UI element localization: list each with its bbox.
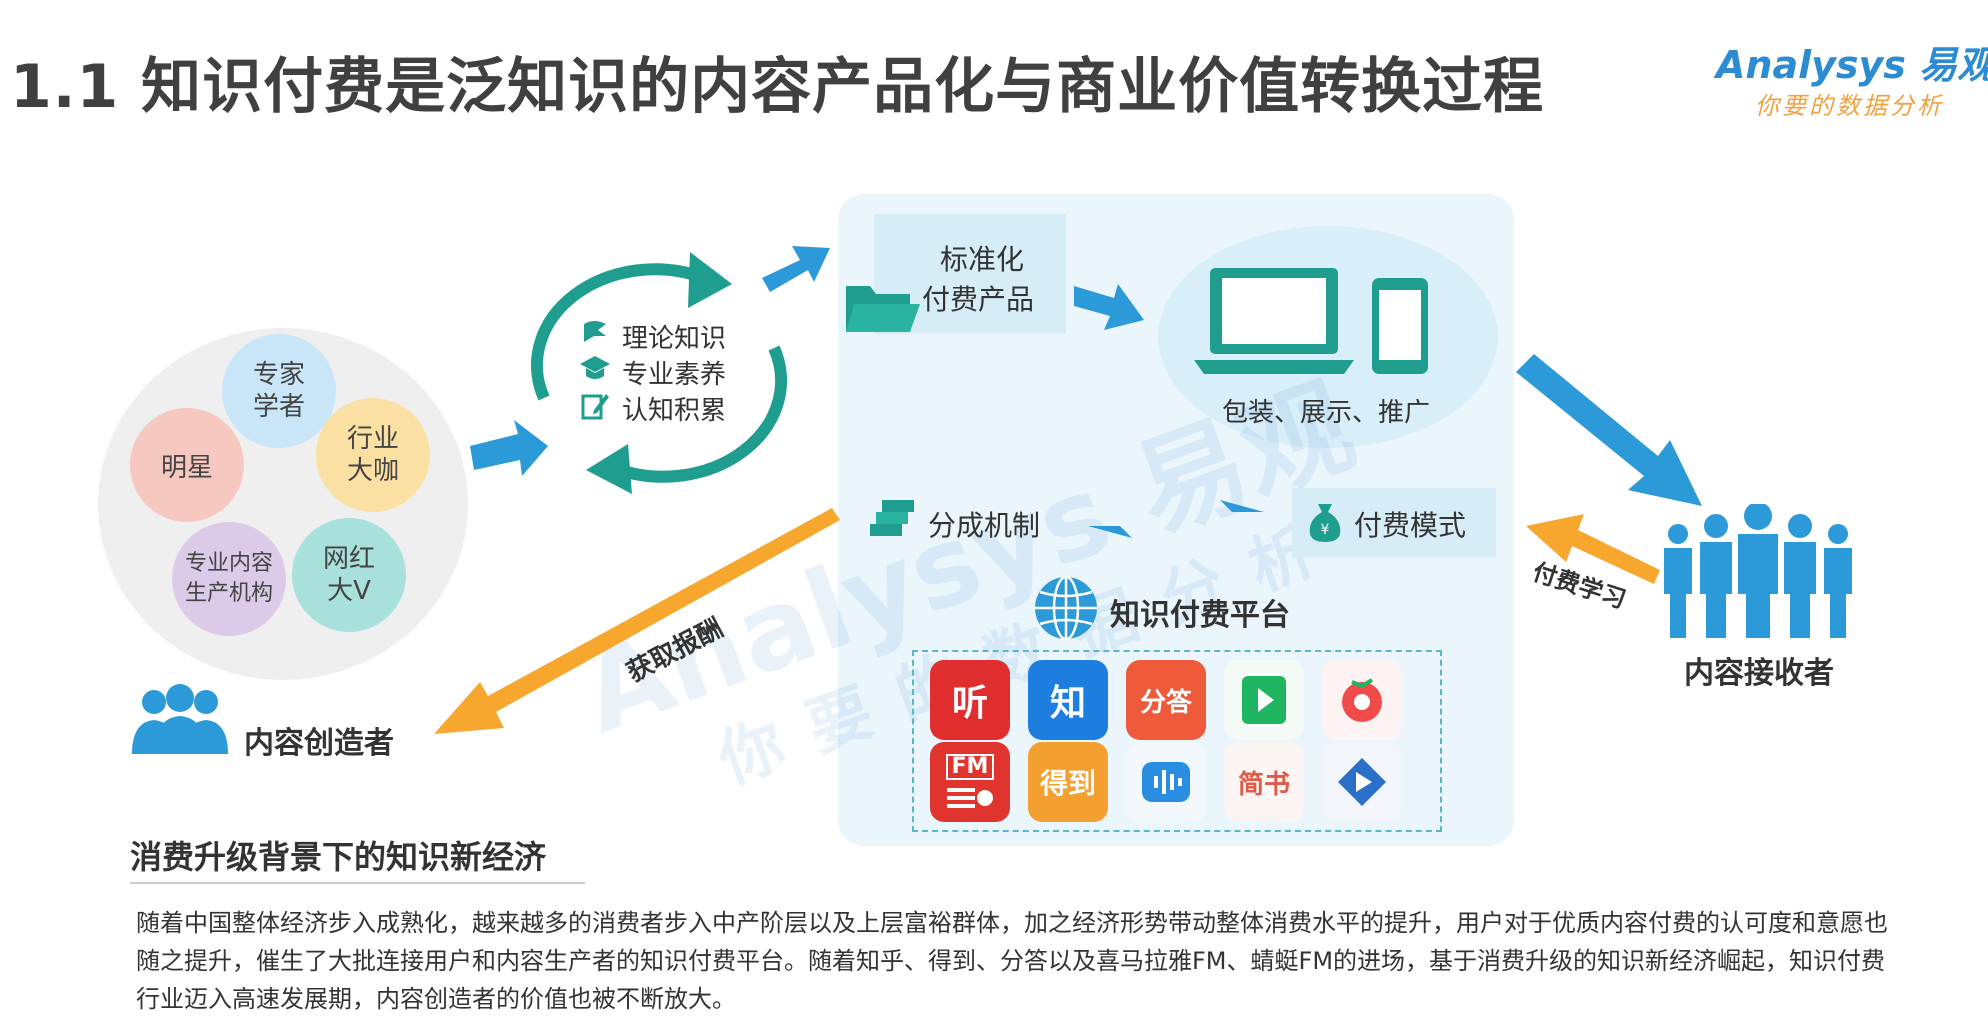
arrow-pay-learn xyxy=(1526,514,1660,584)
dragonfly-icon xyxy=(1342,678,1382,722)
globe-icon xyxy=(1035,575,1097,641)
radio-icon xyxy=(947,788,993,808)
video-icon xyxy=(1338,758,1386,806)
brand-logo: Analysys 易观 xyxy=(1716,43,1988,87)
play-icon xyxy=(1242,676,1286,724)
app-jianshu: 简书 xyxy=(1224,742,1304,822)
cycle-arrows xyxy=(531,252,787,494)
standardized-label-2: 付费产品 xyxy=(922,283,1035,316)
creator-label: 内容创造者 xyxy=(244,726,394,761)
standardized-label-1: 标准化 xyxy=(940,243,1025,276)
bubble-celebrity: 明星 xyxy=(130,408,244,522)
cycle-item-cognition: 认知积累 xyxy=(622,396,727,426)
app-play xyxy=(1224,660,1304,740)
receiver-label: 内容接收者 xyxy=(1684,656,1834,691)
app-ting: 听 xyxy=(930,660,1010,740)
app-qingting xyxy=(1322,660,1402,740)
money-stack-icon xyxy=(870,500,914,536)
bubble-expert: 专家学者 xyxy=(222,334,336,448)
section-title: 消费升级背景下的知识新经济 xyxy=(130,838,547,876)
arrow-to-cycle xyxy=(470,420,548,476)
brand-slogan: 你要的数据分析 xyxy=(1755,92,1944,120)
app-video xyxy=(1322,742,1402,822)
graduation-cap-icon xyxy=(580,356,610,379)
receiver-group-icon xyxy=(1664,504,1852,638)
section-body: 随着中国整体经济步入成熟化，越来越多的消费者步入中产阶层以及上层富裕群体，加之经… xyxy=(136,909,1888,1013)
folder-icon xyxy=(846,286,920,332)
arrow-to-platform xyxy=(762,246,830,292)
arrow-to-receivers xyxy=(1516,354,1702,506)
app-voice xyxy=(1126,742,1206,822)
theory-icon xyxy=(584,321,606,342)
payment-model-label: 付费模式 xyxy=(1354,509,1467,542)
cycle-item-theory: 理论知识 xyxy=(622,324,727,354)
bubble-industry: 行业大咖 xyxy=(316,398,430,512)
edit-icon xyxy=(581,394,609,420)
app-fm: FM xyxy=(930,742,1010,822)
app-dedao: 得到 xyxy=(1028,742,1108,822)
app-fenda: 分答 xyxy=(1126,660,1206,740)
arrow-to-devices xyxy=(1074,284,1144,330)
page-title: 1.1 知识付费是泛知识的内容产品化与商业价值转换过程 xyxy=(10,52,1545,122)
devices-label: 包装、展示、推广 xyxy=(1222,398,1431,428)
creator-group-icon xyxy=(132,684,228,754)
laptop-phone-icon xyxy=(1194,268,1428,374)
revenue-share-label: 分成机制 xyxy=(928,509,1041,542)
app-zhihu: 知 xyxy=(1028,660,1108,740)
bubble-influencer: 网红大V xyxy=(292,518,406,632)
section-divider xyxy=(130,882,585,884)
cycle-item-skill: 专业素养 xyxy=(622,360,727,390)
svg-text:¥: ¥ xyxy=(1321,522,1330,538)
exchange-arrows-icon xyxy=(1088,500,1264,538)
arrow-get-reward xyxy=(434,508,840,734)
platform-title: 知识付费平台 xyxy=(1110,598,1290,633)
voice-icon xyxy=(1142,762,1190,802)
money-bag-icon: ¥ xyxy=(1309,504,1341,542)
bubble-institution: 专业内容生产机构 xyxy=(172,522,286,636)
apps-frame xyxy=(912,650,1442,832)
